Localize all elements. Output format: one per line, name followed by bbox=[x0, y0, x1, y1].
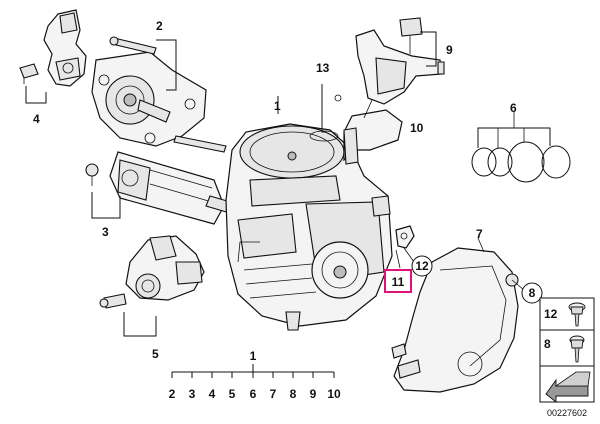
part-10-injector bbox=[309, 84, 403, 165]
bolt-icon bbox=[569, 335, 585, 363]
part-5-actuator bbox=[99, 235, 205, 337]
callout-12-circled: 12 bbox=[411, 255, 433, 277]
svg-text:8: 8 bbox=[529, 286, 536, 300]
callout-7: 7 bbox=[476, 227, 483, 241]
group-item: 9 bbox=[310, 387, 317, 401]
legend-item-8-label: 8 bbox=[544, 337, 551, 351]
group-bracket: 1 2 3 4 5 6 7 8 9 10 bbox=[169, 349, 341, 401]
callout-8-circled: 8 bbox=[521, 282, 543, 304]
callout-2: 2 bbox=[156, 19, 163, 33]
svg-text:11: 11 bbox=[392, 275, 405, 289]
part-7-cover bbox=[391, 237, 519, 393]
group-item: 8 bbox=[290, 387, 297, 401]
part-4-sensor bbox=[19, 9, 87, 104]
callout-1: 1 bbox=[274, 99, 281, 113]
group-bracket-header: 1 bbox=[250, 349, 257, 363]
group-item: 3 bbox=[189, 387, 196, 401]
callout-10: 10 bbox=[410, 121, 424, 135]
group-item: 6 bbox=[250, 387, 257, 401]
part-3-shaft bbox=[85, 151, 245, 225]
arrow-icon bbox=[545, 371, 591, 403]
callout-3: 3 bbox=[102, 225, 109, 239]
legend-box: 12 8 00227602 bbox=[539, 297, 595, 418]
callout-9: 9 bbox=[446, 43, 453, 57]
callout-6: 6 bbox=[510, 101, 517, 115]
part-2-plate bbox=[91, 36, 227, 153]
group-item: 7 bbox=[270, 387, 277, 401]
part-9-sensor bbox=[355, 17, 445, 105]
callout-11-highlighted: 11 bbox=[384, 269, 412, 293]
group-item: 10 bbox=[327, 387, 341, 401]
callout-4: 4 bbox=[33, 112, 40, 126]
callout-5: 5 bbox=[152, 347, 159, 361]
group-item: 5 bbox=[229, 387, 236, 401]
part-1-throttle-body bbox=[225, 96, 393, 331]
leader-lines bbox=[395, 247, 525, 291]
part-12-bracket bbox=[395, 225, 415, 249]
group-item: 4 bbox=[209, 387, 216, 401]
image-code: 00227602 bbox=[547, 408, 587, 418]
legend-item-12-label: 12 bbox=[544, 307, 558, 321]
part-6-o-rings bbox=[471, 112, 571, 183]
callout-13: 13 bbox=[316, 61, 330, 75]
svg-text:12: 12 bbox=[415, 259, 429, 273]
group-item: 2 bbox=[169, 387, 176, 401]
screw-icon bbox=[568, 302, 586, 327]
